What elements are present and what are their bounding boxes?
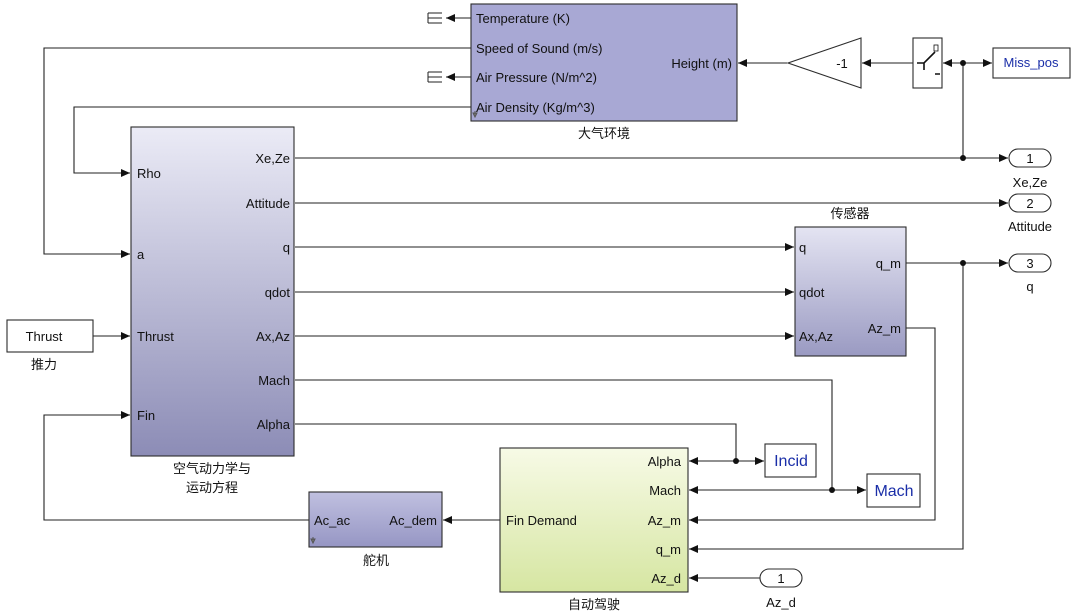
autopilot-out-fin-demand: Fin Demand (506, 513, 577, 528)
branch-points (733, 60, 966, 493)
atmosphere-caption: 大气环境 (578, 126, 630, 142)
sensors-out-azm: Az_m (868, 321, 901, 336)
manual-switch-block[interactable] (912, 37, 943, 89)
subsystem-arrow-icon (472, 111, 478, 119)
outport-2-number: 2 (1026, 196, 1033, 211)
autopilot-in-qm: q_m (656, 542, 681, 557)
signal-lines (43, 14, 1008, 582)
terminator-temperature-icon[interactable] (427, 12, 442, 24)
dynamics-in-rho: Rho (137, 166, 161, 181)
outport-3-number: 3 (1026, 256, 1033, 271)
outport-1-number: 1 (1026, 151, 1033, 166)
sensors-in-axaz: Ax,Az (799, 329, 833, 344)
atmosphere-port-height: Height (m) (671, 56, 732, 71)
dynamics-in-thrust: Thrust (137, 329, 174, 344)
dynamics-in-a: a (137, 247, 145, 262)
inport-az-d-number: 1 (777, 571, 784, 586)
dynamics-out-attitude: Attitude (246, 196, 290, 211)
autopilot-in-azm: Az_m (648, 513, 681, 528)
sensors-caption: 传感器 (830, 206, 869, 222)
terminator-pressure-icon[interactable] (427, 71, 442, 83)
dynamics-out-alpha: Alpha (257, 417, 291, 432)
goto-mach-label: Mach (874, 483, 913, 500)
thrust-constant-block[interactable]: Thrust (6, 319, 94, 353)
outport-1[interactable]: 1 (1008, 148, 1052, 168)
inport-az-d-label: Az_d (766, 595, 796, 610)
autopilot-in-azd: Az_d (651, 571, 681, 586)
sensors-in-q: q (799, 240, 806, 255)
dynamics-caption-line1: 空气动力学与 (173, 461, 251, 477)
dynamics-out-q: q (283, 240, 290, 255)
gain-value: -1 (836, 56, 848, 71)
atmosphere-port-air-density: Air Density (Kg/m^3) (476, 100, 595, 115)
atmosphere-port-air-pressure: Air Pressure (N/m^2) (476, 70, 597, 85)
thrust-value: Thrust (26, 329, 63, 344)
goto-miss-pos[interactable]: Miss_pos (992, 47, 1071, 79)
sensors-block[interactable]: q qdot Ax,Az q_m Az_m (794, 226, 907, 357)
dynamics-out-mach: Mach (258, 373, 290, 388)
goto-miss-pos-label: Miss_pos (1004, 55, 1059, 70)
dynamics-out-xeze: Xe,Ze (255, 151, 290, 166)
outport-2[interactable]: 2 (1008, 193, 1052, 213)
actuator-caption: 舵机 (363, 554, 389, 569)
subsystem-arrow-icon (310, 537, 316, 545)
actuator-block[interactable]: Ac_ac Ac_dem (308, 491, 443, 548)
dynamics-caption-line2: 运动方程 (186, 480, 238, 496)
dynamics-in-fin: Fin (137, 408, 155, 423)
autopilot-block[interactable]: Fin Demand Alpha Mach Az_m q_m Az_d (499, 447, 689, 593)
gain-block[interactable]: -1 (786, 37, 862, 89)
autopilot-in-alpha: Alpha (648, 454, 682, 469)
goto-incid-label: Incid (774, 453, 808, 470)
atmosphere-block[interactable]: Temperature (K) Speed of Sound (m/s) Air… (470, 3, 738, 122)
autopilot-in-mach: Mach (649, 483, 681, 498)
atmosphere-port-speed-of-sound: Speed of Sound (m/s) (476, 41, 602, 56)
sensors-out-qm: q_m (876, 256, 901, 271)
outport-3-label: q (1026, 279, 1033, 294)
outport-1-label: Xe,Ze (1013, 175, 1048, 190)
dynamics-block[interactable]: Rho a Thrust Fin Xe,Ze Attitude q qdot A… (130, 126, 295, 457)
actuator-in: Ac_ac (314, 513, 351, 528)
actuator-out: Ac_dem (389, 513, 437, 528)
autopilot-caption: 自动驾驶 (568, 598, 620, 613)
inport-az-d[interactable]: 1 (759, 568, 803, 588)
outport-2-label: Attitude (1008, 219, 1052, 234)
sensors-in-qdot: qdot (799, 285, 825, 300)
atmosphere-port-temperature: Temperature (K) (476, 11, 570, 26)
outport-3[interactable]: 3 (1008, 253, 1052, 273)
goto-incid[interactable]: Incid (764, 443, 817, 478)
goto-mach[interactable]: Mach (866, 473, 921, 508)
dynamics-out-qdot: qdot (265, 285, 291, 300)
dynamics-out-axaz: Ax,Az (256, 329, 290, 344)
thrust-caption: 推力 (31, 358, 57, 373)
